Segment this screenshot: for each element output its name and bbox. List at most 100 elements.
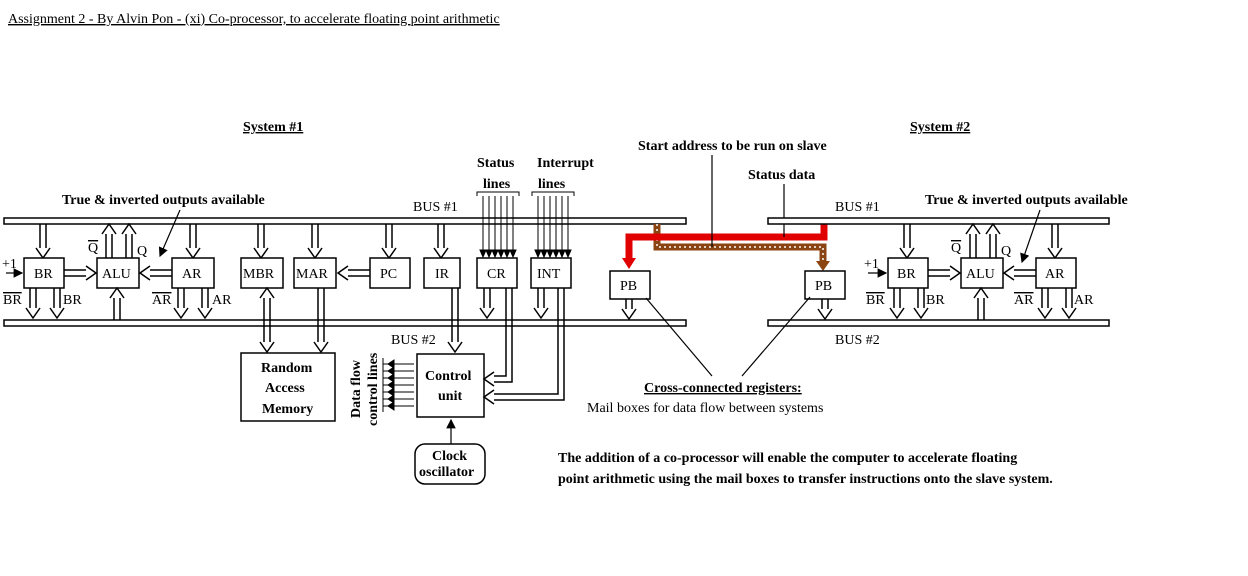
system1-bus1 <box>3 217 687 225</box>
arrow <box>1037 288 1053 320</box>
register-mar: MAR <box>293 257 337 289</box>
arrow <box>35 224 51 260</box>
arrow <box>64 265 98 281</box>
svg-text:Memory: Memory <box>262 402 313 417</box>
register-pb-2: PB <box>804 270 846 300</box>
svg-text:PB: PB <box>815 279 832 294</box>
status-lines-label-2: lines <box>483 177 511 192</box>
arrow <box>173 288 189 320</box>
system1-bus2-label: BUS #2 <box>391 333 436 348</box>
register-ar: AR <box>171 257 215 289</box>
svg-text:PC: PC <box>380 267 397 282</box>
svg-text:CR: CR <box>487 267 506 282</box>
status-line-arrows <box>476 191 520 259</box>
dataflow-lines <box>382 358 414 412</box>
system1-bus2 <box>3 319 687 327</box>
arrow <box>621 299 637 321</box>
arrow <box>913 288 929 320</box>
arrow <box>109 286 125 320</box>
int-control-link <box>482 288 565 405</box>
arrow <box>25 288 41 320</box>
start-address-path <box>625 224 828 259</box>
arrow <box>889 288 905 320</box>
svg-text:unit: unit <box>438 389 462 404</box>
svg-text:ALU: ALU <box>966 267 995 282</box>
arrow <box>985 222 1001 258</box>
system1-outputs-note: True & inverted outputs available <box>62 193 265 208</box>
interrupt-lines-label-2: lines <box>538 177 566 192</box>
register-alu: ALU <box>96 257 140 289</box>
register-cr: CR <box>476 257 518 289</box>
mar-ram-link <box>313 288 329 354</box>
arrow <box>197 288 213 320</box>
system2-bus1-label: BUS #1 <box>835 200 880 215</box>
register-int: INT <box>530 257 572 289</box>
ram-box: Random Access Memory <box>240 352 336 422</box>
page-title: Assignment 2 - By Alvin Pon - (xi) Co-pr… <box>8 12 500 27</box>
clock-oscillator: Clock oscillator <box>414 443 486 485</box>
mailboxes-label: Mail boxes for data flow between systems <box>587 401 823 416</box>
svg-text:MAR: MAR <box>296 267 329 282</box>
svg-text:Control: Control <box>425 369 472 384</box>
system2-bus2-label: BUS #2 <box>835 333 880 348</box>
arrow <box>307 224 323 260</box>
dataflow-label-2: control lines <box>366 352 381 426</box>
br-label: BR <box>63 293 82 308</box>
ir-control-link <box>447 288 463 354</box>
plus-one-label-2: +1 <box>864 257 879 272</box>
svg-text:AR: AR <box>1045 267 1065 282</box>
register-mbr: MBR <box>240 257 284 289</box>
q-bar-label-2: Q <box>951 241 961 256</box>
start-address-label: Start address to be run on slave <box>638 139 827 154</box>
description-line-2: point arithmetic using the mail boxes to… <box>558 472 1053 487</box>
note-pointer-2 <box>1020 209 1041 264</box>
register-br: BR <box>23 257 65 289</box>
arrow <box>1002 265 1036 281</box>
system2-bus2 <box>767 319 1110 327</box>
arrow <box>1061 288 1077 320</box>
note-pointer <box>158 209 181 258</box>
svg-text:ALU: ALU <box>102 267 131 282</box>
svg-text:AR: AR <box>182 267 202 282</box>
register-alu-2: ALU <box>960 257 1004 289</box>
arrow <box>479 288 495 320</box>
register-pb-1: PB <box>609 270 651 300</box>
system1-label: System #1 <box>243 120 303 135</box>
arrow <box>138 265 172 281</box>
ar-label-2: AR <box>1074 293 1094 308</box>
register-ir: IR <box>423 257 461 289</box>
dataflow-label-1: Data flow <box>349 359 364 418</box>
status-lines-label-1: Status <box>477 156 515 171</box>
mbr-ram-link <box>259 286 275 354</box>
arrow <box>928 265 962 281</box>
system1-bus1-label: BUS #1 <box>413 200 458 215</box>
arrow <box>899 224 915 260</box>
ar-bar-label: AR <box>152 293 172 308</box>
arrow <box>1047 224 1063 260</box>
system2-outputs-note: True & inverted outputs available <box>925 193 1128 208</box>
svg-text:INT: INT <box>537 267 561 282</box>
br-label-2: BR <box>926 293 945 308</box>
arrow <box>336 265 370 281</box>
arrow <box>49 288 65 320</box>
arrow <box>381 224 397 260</box>
q-label-2: Q <box>1001 244 1011 259</box>
svg-text:IR: IR <box>435 267 450 282</box>
br-bar-label-2: BR <box>866 293 885 308</box>
description-line-1: The addition of a co-processor will enab… <box>558 451 1017 466</box>
cr-control-link <box>482 288 513 387</box>
register-pc: PC <box>369 257 411 289</box>
q-label: Q <box>137 244 147 259</box>
register-br-2: BR <box>887 257 929 289</box>
arrow <box>101 222 117 258</box>
svg-text:MBR: MBR <box>243 267 275 282</box>
arrow <box>817 299 833 321</box>
interrupt-lines-label-1: Interrupt <box>537 156 594 171</box>
interrupt-line-arrows <box>531 191 575 259</box>
ar-bar-label-2: AR <box>1014 293 1034 308</box>
cross-connected-label: Cross-connected registers: <box>644 381 802 396</box>
svg-text:Access: Access <box>265 381 305 396</box>
arrow <box>965 222 981 258</box>
svg-text:Clock: Clock <box>432 449 467 464</box>
status-data-path <box>653 224 827 263</box>
